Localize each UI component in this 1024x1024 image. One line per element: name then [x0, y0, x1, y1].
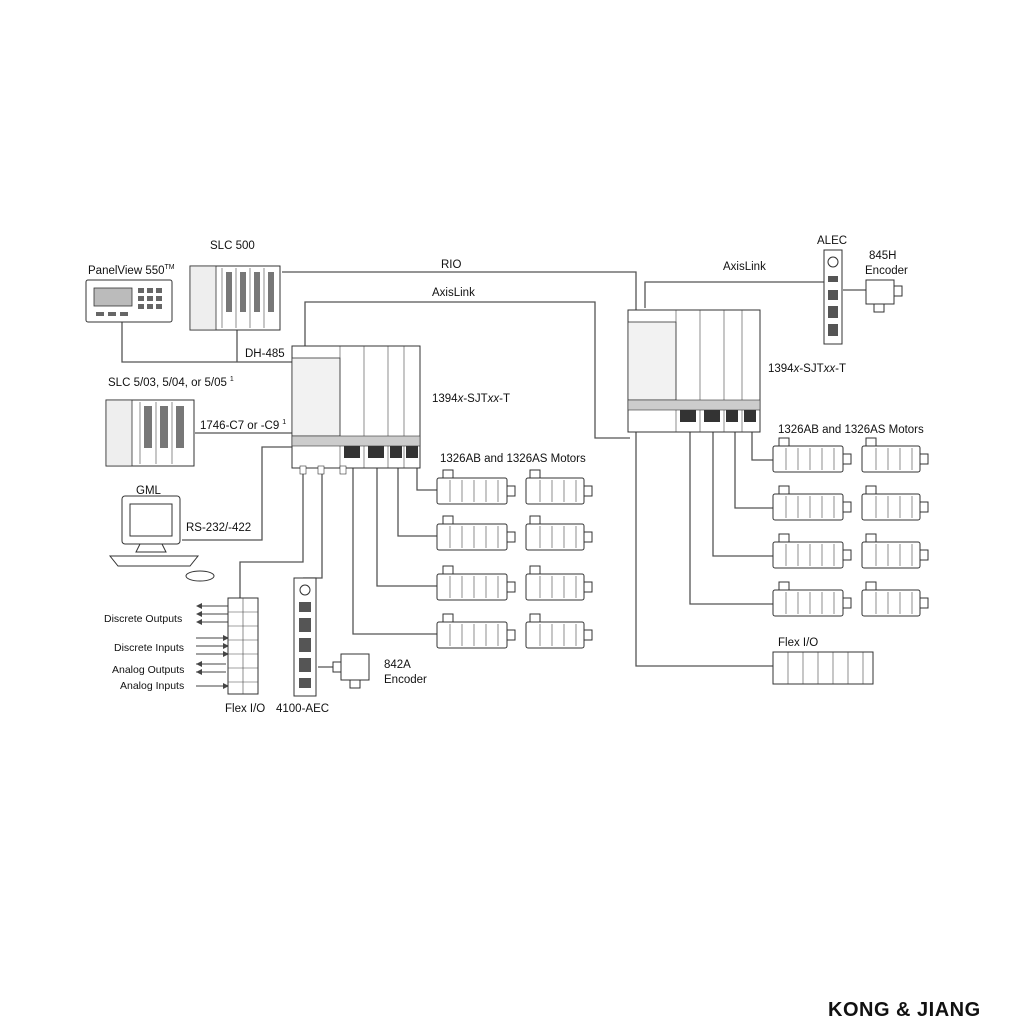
motor-cable-l3 [376, 468, 437, 587]
motor-r1 [772, 437, 852, 473]
motor-cable-l4 [352, 468, 437, 635]
label-845h-2: Encoder [865, 265, 908, 277]
label-aec: 4100-AEC [276, 703, 329, 715]
alec-module [823, 249, 843, 345]
label-842a-1: 842A [384, 659, 411, 671]
flexio-right-stack [772, 651, 874, 685]
drive-system-left [291, 345, 421, 475]
label-analog-outputs: Analog Outputs [112, 664, 184, 676]
motor-l3 [436, 565, 516, 601]
motor-cable-l2 [397, 468, 437, 537]
label-gml: GML [136, 485, 162, 497]
motor-l3b [525, 565, 593, 601]
label-slc500: SLC 500 [210, 240, 255, 252]
motor-l2 [436, 515, 516, 551]
motor-r3 [772, 533, 852, 569]
label-rio: RIO [441, 259, 462, 271]
gml-computer [108, 495, 215, 582]
motor-cable-r2 [734, 432, 773, 509]
label-analog-inputs: Analog Inputs [120, 680, 184, 692]
label-drive-right: 1394x-SJTxx-T [768, 363, 846, 375]
motor-cable-r3 [712, 432, 773, 557]
motor-l4 [436, 613, 516, 649]
panelview-terminal [85, 279, 173, 323]
motor-r4 [772, 581, 852, 617]
label-842a-2: Encoder [384, 674, 427, 686]
label-flexio-right: Flex I/O [778, 637, 818, 649]
motor-l4b [525, 613, 593, 649]
label-axislink-left: AxisLink [432, 287, 475, 299]
drive-aec-line [303, 468, 323, 579]
aec-module [293, 577, 317, 697]
label-motors-right: 1326AB and 1326AS Motors [778, 424, 924, 436]
label-panelview: PanelView 550TM [88, 264, 175, 277]
rio-link-line [282, 271, 637, 310]
label-motors-left: 1326AB and 1326AS Motors [440, 453, 586, 465]
wiring [121, 271, 866, 689]
label-drive-left: 1394x-SJTxx-T [432, 393, 510, 405]
label-discrete-inputs: Discrete Inputs [114, 642, 184, 654]
watermark-text: KONG & JIANG [828, 999, 981, 1021]
motor-r4b [861, 581, 929, 617]
label-axislink-top: AxisLink [723, 261, 766, 273]
label-flexio-left: Flex I/O [225, 703, 265, 715]
axislink-right-line [644, 281, 828, 308]
motor-l1 [436, 469, 516, 505]
motor-r2 [772, 485, 852, 521]
motors-left-group [436, 469, 593, 649]
drive-flexio-line [239, 468, 304, 600]
drive-system-right [627, 309, 761, 433]
motor-cable-r1 [751, 432, 773, 461]
motor-r2b [861, 485, 929, 521]
motor-cable-r4 [689, 432, 773, 605]
encoder-842a [332, 653, 370, 689]
motor-l1b [525, 469, 593, 505]
drive-flexio-right-line [635, 410, 773, 667]
dh485-line [121, 322, 292, 363]
slc500-chassis [189, 265, 281, 331]
axislink-left-line [304, 301, 630, 439]
flexio-left-stack [227, 597, 259, 695]
label-alec: ALEC [817, 235, 847, 247]
motors-right-group [772, 437, 929, 617]
motor-r1b [861, 437, 929, 473]
rs232-line [182, 446, 292, 541]
slc5-chassis [105, 399, 195, 467]
io-arrowheads [196, 603, 229, 689]
motor-l2b [525, 515, 593, 551]
label-845h-1: 845H [869, 250, 897, 262]
motor-r3b [861, 533, 929, 569]
label-rs232: RS-232/-422 [186, 522, 251, 534]
labels: PanelView 550TM SLC 500 RIO AxisLink Axi… [88, 235, 924, 715]
label-dh485: DH-485 [245, 348, 285, 360]
motor-cable-l1 [416, 468, 437, 491]
encoder-845h [865, 279, 903, 313]
label-discrete-outputs: Discrete Outputs [104, 613, 182, 625]
